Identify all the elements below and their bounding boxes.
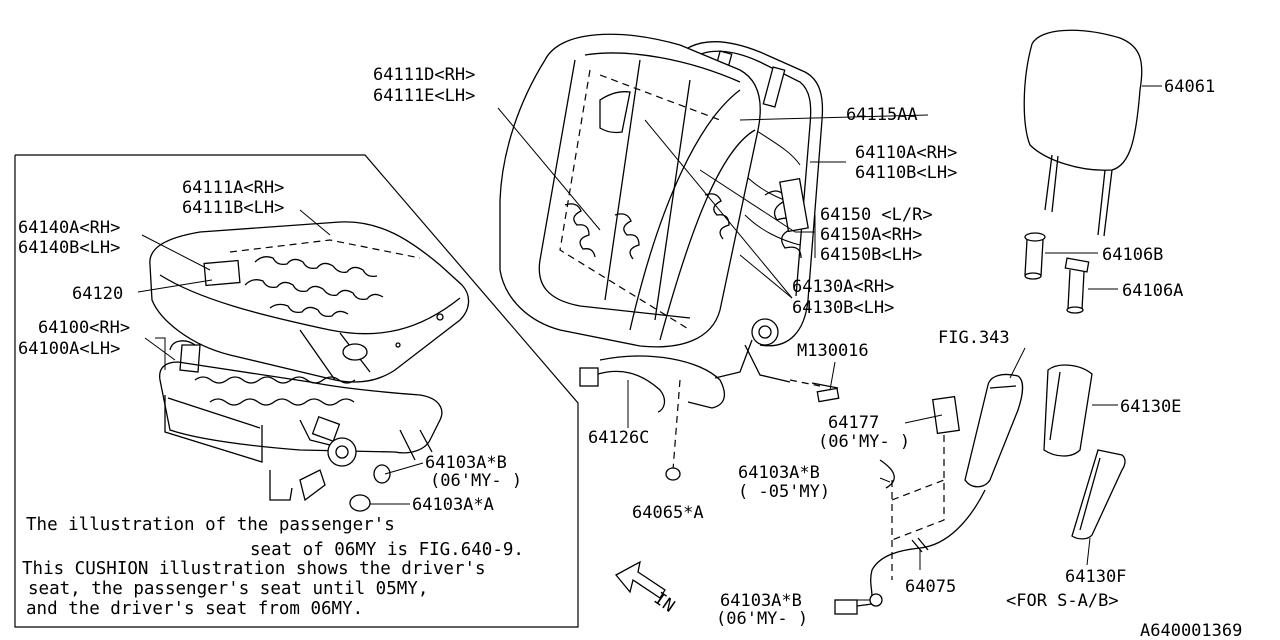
label-64111e: 64111E<LH>	[373, 86, 475, 106]
seat-back-cover	[499, 33, 791, 383]
label-64111b: 64111B<LH>	[182, 198, 284, 218]
label-64106b: 64106B	[1102, 245, 1163, 265]
label-64100a: 64100A<LH>	[18, 339, 120, 359]
note-line-2: seat of 06MY is FIG.640-9.	[250, 540, 524, 560]
label-64177-note: (06'MY- )	[818, 432, 910, 452]
harness-64126c	[579, 355, 726, 481]
headrest-guide-a	[1064, 257, 1090, 314]
label-64126c: 64126C	[588, 428, 649, 448]
cushion-inset-frame	[14, 154, 579, 628]
label-64177: 64177	[828, 413, 879, 433]
in-direction-arrow	[614, 560, 666, 599]
label-64103aa: 64103A*A	[412, 495, 494, 515]
label-64130a: 64130A<RH>	[792, 277, 894, 297]
label-64061: 64061	[1164, 77, 1215, 97]
diagram-code: A640001369	[1140, 621, 1242, 640]
label-64111d: 64111D<RH>	[373, 65, 475, 85]
side-airbag-module	[964, 373, 1024, 488]
side-trim-e	[1043, 364, 1093, 457]
label-64106a: 64106A	[1122, 281, 1183, 301]
label-64130b: 64130B<LH>	[792, 298, 894, 318]
harness-lower	[834, 435, 986, 615]
cushion-note: The illustration of the passenger's seat…	[22, 515, 524, 619]
label-64103ab-3-note: (06'MY- )	[716, 609, 808, 629]
label-64103ab-3: 64103A*B	[720, 591, 802, 611]
headrest	[1023, 29, 1143, 237]
seat-cushion-frame	[159, 340, 443, 512]
label-64130f-note: <FOR S-A/B>	[1006, 591, 1119, 611]
label-m130016: M130016	[797, 341, 869, 361]
headrest-guide-b	[1024, 232, 1046, 280]
label-64075: 64075	[905, 577, 956, 597]
label-fig343: FIG.343	[938, 328, 1010, 348]
label-64065a: 64065*A	[632, 503, 704, 523]
label-64150a: 64150A<RH>	[820, 225, 922, 245]
airbag-tag	[932, 395, 960, 435]
label-64150b: 64150B<LH>	[820, 245, 922, 265]
label-64130f: 64130F	[1065, 567, 1126, 587]
note-line-5: and the driver's seat from 06MY.	[26, 599, 363, 619]
label-64130e: 64130E	[1120, 397, 1181, 417]
label-64103ab-1-note: (06'MY- )	[430, 471, 522, 491]
label-64100: 64100<RH>	[38, 318, 130, 338]
label-64120: 64120	[72, 284, 123, 304]
label-64103ab-2-note: ( -05'MY)	[738, 482, 830, 502]
bolt-m130016	[789, 379, 840, 403]
part-labels: 64111D<RH> 64111E<LH> 64115AA 64061 6411…	[18, 65, 1242, 640]
label-64140a: 64140A<RH>	[18, 218, 120, 238]
label-64111a: 64111A<RH>	[182, 178, 284, 198]
label-64110b: 64110B<LH>	[855, 163, 957, 183]
label-64103ab-1: 64103A*B	[425, 453, 507, 473]
note-line-3: This CUSHION illustration shows the driv…	[22, 559, 486, 579]
label-64115aa: 64115AA	[846, 105, 918, 125]
label-64103ab-2: 64103A*B	[738, 463, 820, 483]
leader-lines	[137, 85, 1162, 601]
label-64110a: 64110A<RH>	[855, 143, 957, 163]
note-line-4: seat, the passenger's seat until 05MY,	[28, 579, 428, 599]
side-trim-f	[1071, 449, 1126, 540]
label-64150: 64150 <L/R>	[820, 205, 933, 225]
label-64140b: 64140B<LH>	[18, 238, 120, 258]
seat-cushion-cover	[149, 221, 470, 383]
note-line-1: The illustration of the passenger's	[26, 515, 395, 535]
